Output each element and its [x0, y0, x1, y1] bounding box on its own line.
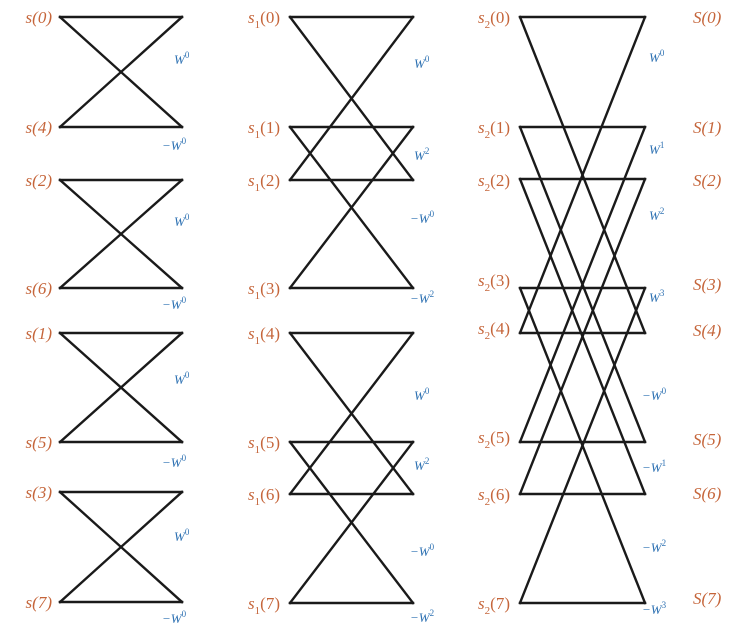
stage1-input-label: s(4): [26, 118, 53, 137]
twiddle-factor-label: W3: [649, 288, 665, 305]
stage3-butterflies: [518, 15, 647, 605]
stage3-twiddle-labels: W0 W1 W2 W3 −W0 −W1 −W2 −W3: [642, 48, 667, 617]
s3-c5-1: [518, 125, 647, 444]
twiddle-factor-label: −W2: [410, 289, 434, 306]
stage2-node-label: s1(7): [248, 594, 280, 617]
stage2-node-label: s1(0): [248, 8, 280, 31]
s3-c4-0: [518, 15, 647, 335]
twiddle-factor-label: W1: [649, 140, 664, 157]
stage1-input-label: s(1): [26, 324, 53, 343]
stage2-node-label: s1(6): [248, 485, 280, 508]
twiddle-factor-label: −W3: [642, 600, 667, 617]
stage2-node-label: s1(4): [248, 324, 280, 347]
stage1-input-label: s(2): [26, 171, 53, 190]
twiddle-factor-label: −W2: [410, 608, 434, 625]
s3-c7-3: [518, 286, 647, 605]
stage1-input-label: s(3): [26, 483, 53, 502]
twiddle-factor-label: −W0: [162, 609, 187, 626]
stage3-node-labels: s2(0) s2(1) s2(2) s2(3) s2(4) s2(5) s2(6…: [478, 8, 510, 617]
stage3-node-label: s2(4): [478, 319, 510, 342]
twiddle-factor-label: W2: [649, 206, 664, 223]
s1-b2-cross-up: [58, 178, 184, 290]
output-label: S(3): [693, 275, 722, 294]
twiddle-factor-label: W0: [174, 527, 190, 544]
output-label: S(7): [693, 589, 722, 608]
stage3-node-label: s2(7): [478, 594, 510, 617]
stage2-node-label: s1(5): [248, 433, 280, 456]
twiddle-factor-label: −W1: [642, 458, 666, 475]
stage1-input-label: s(7): [26, 593, 53, 612]
twiddle-factor-label: W2: [414, 456, 429, 473]
twiddle-factor-label: −W0: [410, 209, 435, 226]
twiddle-factor-label: W0: [414, 54, 430, 71]
stage1-input-label: s(0): [26, 8, 53, 27]
twiddle-factor-label: W2: [414, 146, 429, 163]
twiddle-factor-label: −W0: [410, 542, 435, 559]
stage2-node-label: s1(2): [248, 171, 280, 194]
twiddle-factor-label: W0: [174, 370, 190, 387]
stage2-node-label: s1(3): [248, 279, 280, 302]
twiddle-factor-label: −W0: [162, 453, 187, 470]
output-labels: S(0) S(1) S(2) S(3) S(4) S(5) S(6) S(7): [693, 8, 722, 608]
stage3-node-label: s2(2): [478, 171, 510, 194]
stage1-input-label: s(6): [26, 279, 53, 298]
output-label: S(4): [693, 321, 722, 340]
twiddle-factor-label: −W0: [162, 295, 187, 312]
stage2-node-labels: s1(0) s1(1) s1(2) s1(3) s1(4) s1(5) s1(6…: [248, 8, 280, 617]
stage1-butterflies: [58, 15, 184, 604]
stage3-node-label: s2(1): [478, 118, 510, 141]
stage3-node-label: s2(6): [478, 485, 510, 508]
twiddle-factor-label: W0: [414, 386, 430, 403]
output-label: S(0): [693, 8, 722, 27]
twiddle-factor-label: −W2: [642, 538, 666, 555]
stage3-node-label: s2(0): [478, 8, 510, 31]
s1-b4-cross-up: [58, 490, 184, 604]
stage2-butterflies: [288, 15, 415, 605]
stage2-twiddle-labels: W0 W2 −W0 −W2 W0 W2 −W0 −W2: [410, 54, 435, 625]
twiddle-factor-label: −W0: [642, 386, 667, 403]
s1-b1-cross-up: [58, 15, 184, 129]
twiddle-factor-label: W0: [174, 212, 190, 229]
stage3-node-label: s2(3): [478, 271, 510, 294]
twiddle-factor-label: −W0: [162, 136, 187, 153]
s1-b3-cross-up: [58, 331, 184, 444]
s2-c7-5: [288, 440, 415, 605]
stage1-input-label: s(5): [26, 433, 53, 452]
twiddle-factor-label: W0: [174, 50, 190, 67]
s2-c3-1: [288, 125, 415, 290]
stage1-twiddle-labels: W0 −W0 W0 −W0 W0 −W0 W0 −W0: [162, 50, 190, 626]
stage1-input-labels: s(0) s(4) s(2) s(6) s(1) s(5) s(3) s(7): [26, 8, 53, 612]
s3-c6-2: [518, 177, 647, 496]
output-label: S(6): [693, 484, 722, 503]
output-label: S(5): [693, 430, 722, 449]
stage3-node-label: s2(5): [478, 428, 510, 451]
output-label: S(1): [693, 118, 722, 137]
output-label: S(2): [693, 171, 722, 190]
twiddle-factor-label: W0: [649, 48, 665, 65]
stage2-node-label: s1(1): [248, 118, 280, 141]
